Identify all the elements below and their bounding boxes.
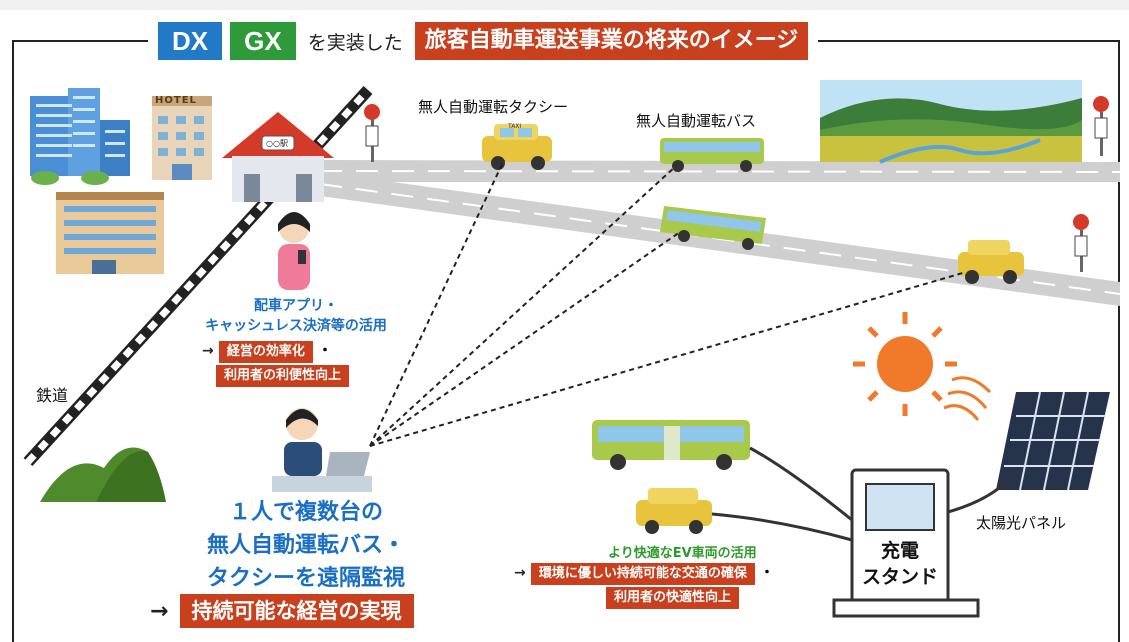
app-result-2: 利用者の利便性向上: [216, 364, 350, 387]
office-buildings-icon: [30, 88, 130, 185]
hotel-icon: [152, 96, 212, 180]
autonomous-taxi-icon: [958, 240, 1024, 284]
autonomous-taxi-icon: [482, 124, 552, 170]
remote-monitoring-result: → 持続可能な経営の実現: [150, 594, 414, 628]
station-sign: ○○駅: [266, 139, 288, 148]
taxi-label: 無人自動運転タクシー: [418, 98, 569, 116]
railway-label: 鉄道: [36, 386, 69, 405]
hotel-sign: HOTEL: [155, 95, 197, 106]
ev-result-2: 利用者の快適性向上: [606, 586, 740, 609]
countryside-landscape-image: [820, 80, 1082, 164]
top-strip: [0, 0, 1129, 10]
dx-badge: DX: [158, 22, 223, 60]
solar-panel-label: 太陽光パネル: [976, 514, 1067, 532]
taxi-roof-sign: TAXI: [508, 123, 522, 130]
remote-operator-icon: [272, 408, 372, 492]
app-result-1: → 経営の効率化 ・: [202, 340, 332, 363]
ev-taxi-icon: [636, 488, 712, 534]
gx-badge: GX: [230, 22, 296, 60]
title-connector: を実装した: [307, 31, 403, 54]
solar-panel-icon: [996, 391, 1110, 491]
apartment-building-icon: [56, 192, 164, 274]
title-main: 旅客自動車運送事業の将来のイメージ: [414, 22, 809, 60]
ev-bus-icon: [592, 420, 750, 470]
charging-station-label: 充電 スタンド: [861, 540, 938, 588]
diagram-title: DX GX を実装した 旅客自動車運送事業の将来のイメージ: [148, 18, 819, 64]
sun-icon: [853, 312, 992, 421]
charging-station-icon: [711, 446, 1012, 618]
ev-usage-caption: より快適なEV車両の活用: [608, 546, 757, 561]
app-usage-caption: 配車アプリ・ キャッシュレス決済等の活用: [205, 298, 387, 334]
remote-monitoring-links: [369, 159, 967, 447]
station-building-icon: [222, 112, 334, 202]
bus-label: 無人自動運転バス: [636, 112, 757, 130]
autonomous-bus-icon: [660, 206, 766, 250]
ev-result-1: → 環境に優しい持続可能な交通の確保 ・: [514, 562, 774, 585]
remote-monitoring-caption: １人で複数台の 無人自動運転バス・ タクシーを遠隔監視: [206, 500, 405, 591]
hills-icon: [40, 447, 166, 502]
autonomous-bus-icon: [660, 138, 764, 172]
bus-stop-sign-icon: [364, 96, 1109, 272]
person-with-smartphone-icon: [278, 212, 310, 290]
